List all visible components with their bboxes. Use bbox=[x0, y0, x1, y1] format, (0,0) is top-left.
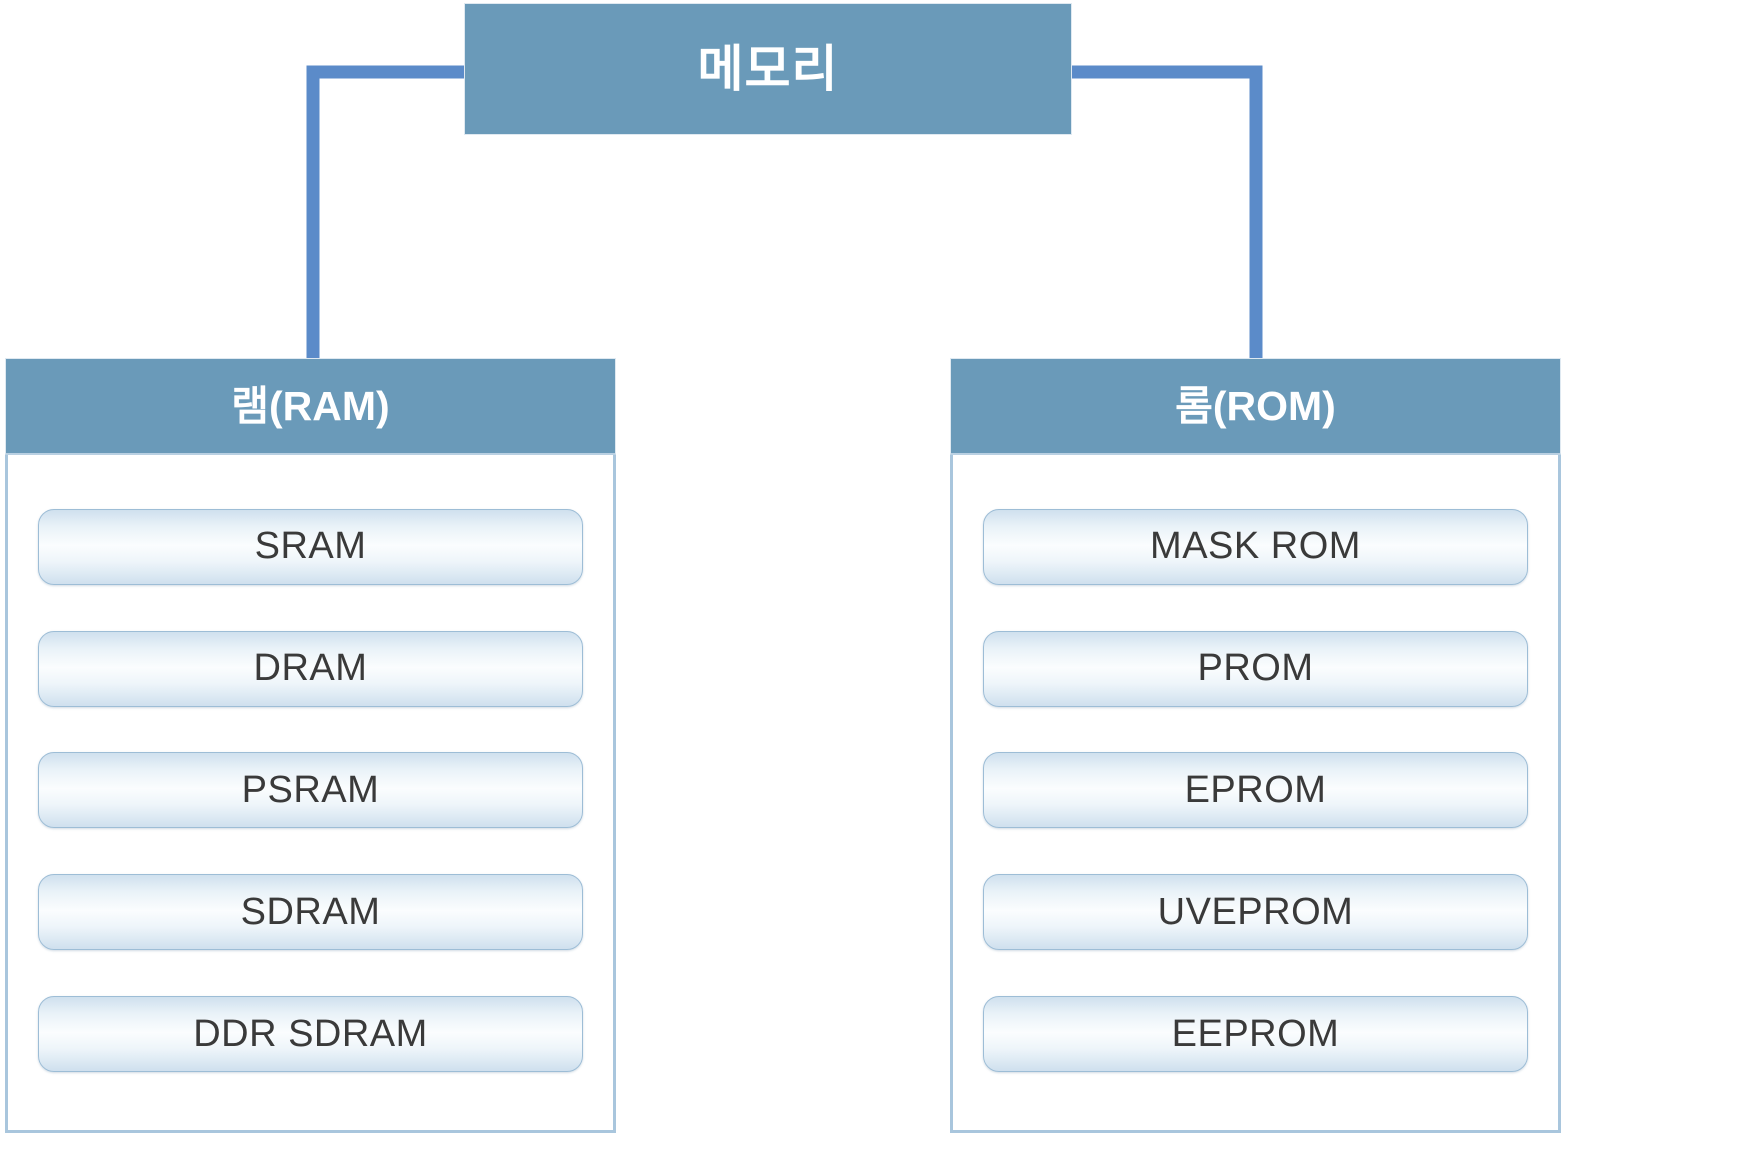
root-node-label: 메모리 bbox=[697, 41, 839, 97]
list-item[interactable]: SRAM bbox=[38, 508, 583, 585]
branch-panel-ram[interactable]: 램(RAM) SRAM DRAM PSRAM SDRAM DDR SDRAM bbox=[5, 358, 616, 1133]
branch-header-rom[interactable]: 롬(ROM) bbox=[950, 358, 1561, 455]
connector-memory-to-rom bbox=[1072, 65, 1263, 358]
list-item[interactable]: EEPROM bbox=[983, 996, 1528, 1073]
branch-items-rom: MASK ROM PROM EPROM UVEPROM EEPROM bbox=[953, 455, 1558, 1130]
list-item[interactable]: MASK ROM bbox=[983, 508, 1528, 585]
branch-title-ram: 램(RAM) bbox=[231, 382, 390, 429]
branch-panel-rom[interactable]: 롬(ROM) MASK ROM PROM EPROM UVEPROM EEPRO… bbox=[950, 358, 1561, 1133]
branch-items-ram: SRAM DRAM PSRAM SDRAM DDR SDRAM bbox=[8, 455, 613, 1130]
list-item[interactable]: DDR SDRAM bbox=[38, 996, 583, 1073]
connector-memory-to-ram bbox=[306, 65, 465, 358]
list-item[interactable]: PSRAM bbox=[38, 752, 583, 829]
branch-header-ram[interactable]: 램(RAM) bbox=[5, 358, 616, 455]
list-item[interactable]: PROM bbox=[983, 630, 1528, 707]
list-item[interactable]: UVEPROM bbox=[983, 874, 1528, 951]
branch-title-rom: 롬(ROM) bbox=[1175, 382, 1336, 429]
root-node-memory[interactable]: 메모리 bbox=[464, 3, 1072, 135]
list-item[interactable]: EPROM bbox=[983, 752, 1528, 829]
list-item[interactable]: DRAM bbox=[38, 630, 583, 707]
list-item[interactable]: SDRAM bbox=[38, 874, 583, 951]
